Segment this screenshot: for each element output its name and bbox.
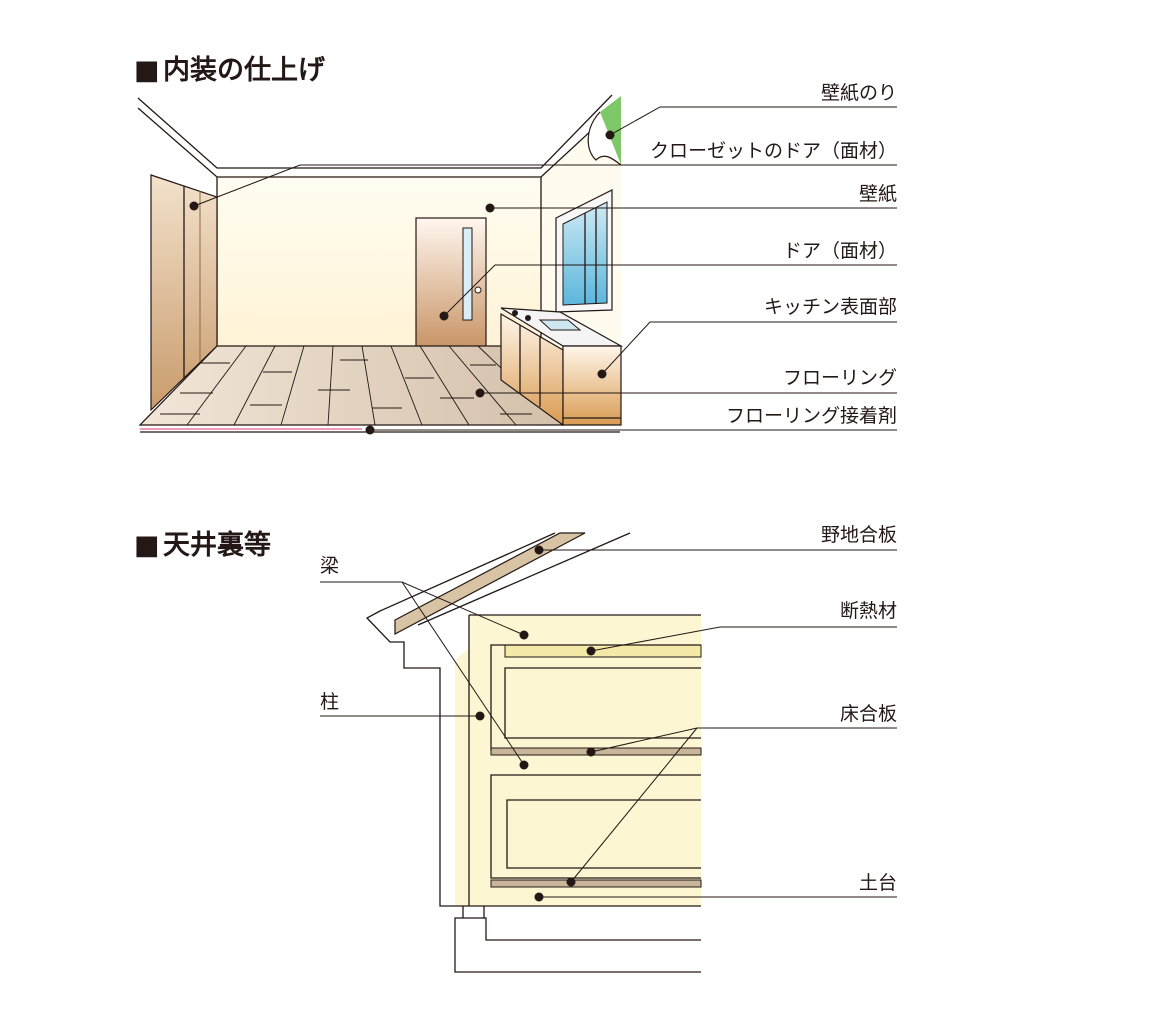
section2-leaders: [320, 545, 897, 902]
section1-leaders: [189, 106, 897, 435]
ceiling-molding-left-2: [137, 103, 621, 178]
wallpaper-peel: [587, 111, 622, 166]
door-panel: [415, 217, 487, 349]
label-kitchen-surface: キッチン表面部: [764, 296, 897, 318]
eave-outline: [365, 610, 455, 907]
label-beam: 梁: [320, 555, 339, 577]
label-flooring: フローリング: [783, 367, 897, 389]
kitchen-sink: [538, 319, 582, 331]
lower-floor-frame: [490, 774, 701, 879]
roof-sheathing: [394, 532, 586, 635]
frame-body: [455, 615, 701, 906]
kitchen-front-panel: [562, 345, 622, 426]
roof-top-line: [379, 532, 556, 612]
wallpaper-glue-patch: [600, 96, 621, 165]
label-wallpaper: 壁紙: [859, 183, 897, 205]
upper-room-outline: [504, 667, 701, 739]
insulation-layer: [504, 644, 702, 658]
ceiling-molding-left: [137, 94, 613, 169]
roof-underside-line: [417, 532, 631, 626]
kitchen-burner-1: [512, 310, 518, 316]
label-door: ドア（面材）: [783, 240, 897, 262]
structure-section: [365, 532, 702, 973]
label-column: 柱: [320, 691, 339, 713]
lower-room-outline: [506, 799, 701, 869]
foundation-outer: [454, 906, 701, 973]
section2-title-marker: ■: [134, 530, 160, 561]
label-flooring-adhesive: フローリング接着剤: [726, 405, 897, 427]
floor-plywood-1f: [490, 879, 702, 888]
floor-plywood-2f: [490, 747, 702, 756]
section1-title: 内装の仕上げ: [163, 55, 326, 86]
kitchen-burner-2: [525, 315, 531, 321]
label-roof-sheathing: 野地合板: [821, 524, 897, 546]
label-insulation: 断熱材: [840, 600, 897, 622]
label-floor-plywood: 床合板: [840, 703, 897, 725]
door-glass-slit: [462, 227, 473, 321]
label-wallpaper-glue: 壁紙のり: [821, 82, 897, 104]
label-closet-door: クローゼットのドア（面材）: [650, 140, 897, 162]
section1-title-marker: ■: [134, 55, 160, 86]
back-wall: [217, 175, 541, 346]
label-sill: 土台: [859, 872, 897, 894]
foundation-inner: [483, 906, 701, 941]
room-illustration: [137, 94, 624, 433]
door-knob: [474, 286, 482, 294]
floor-boards: [139, 345, 546, 426]
section2-title: 天井裏等: [163, 529, 271, 561]
